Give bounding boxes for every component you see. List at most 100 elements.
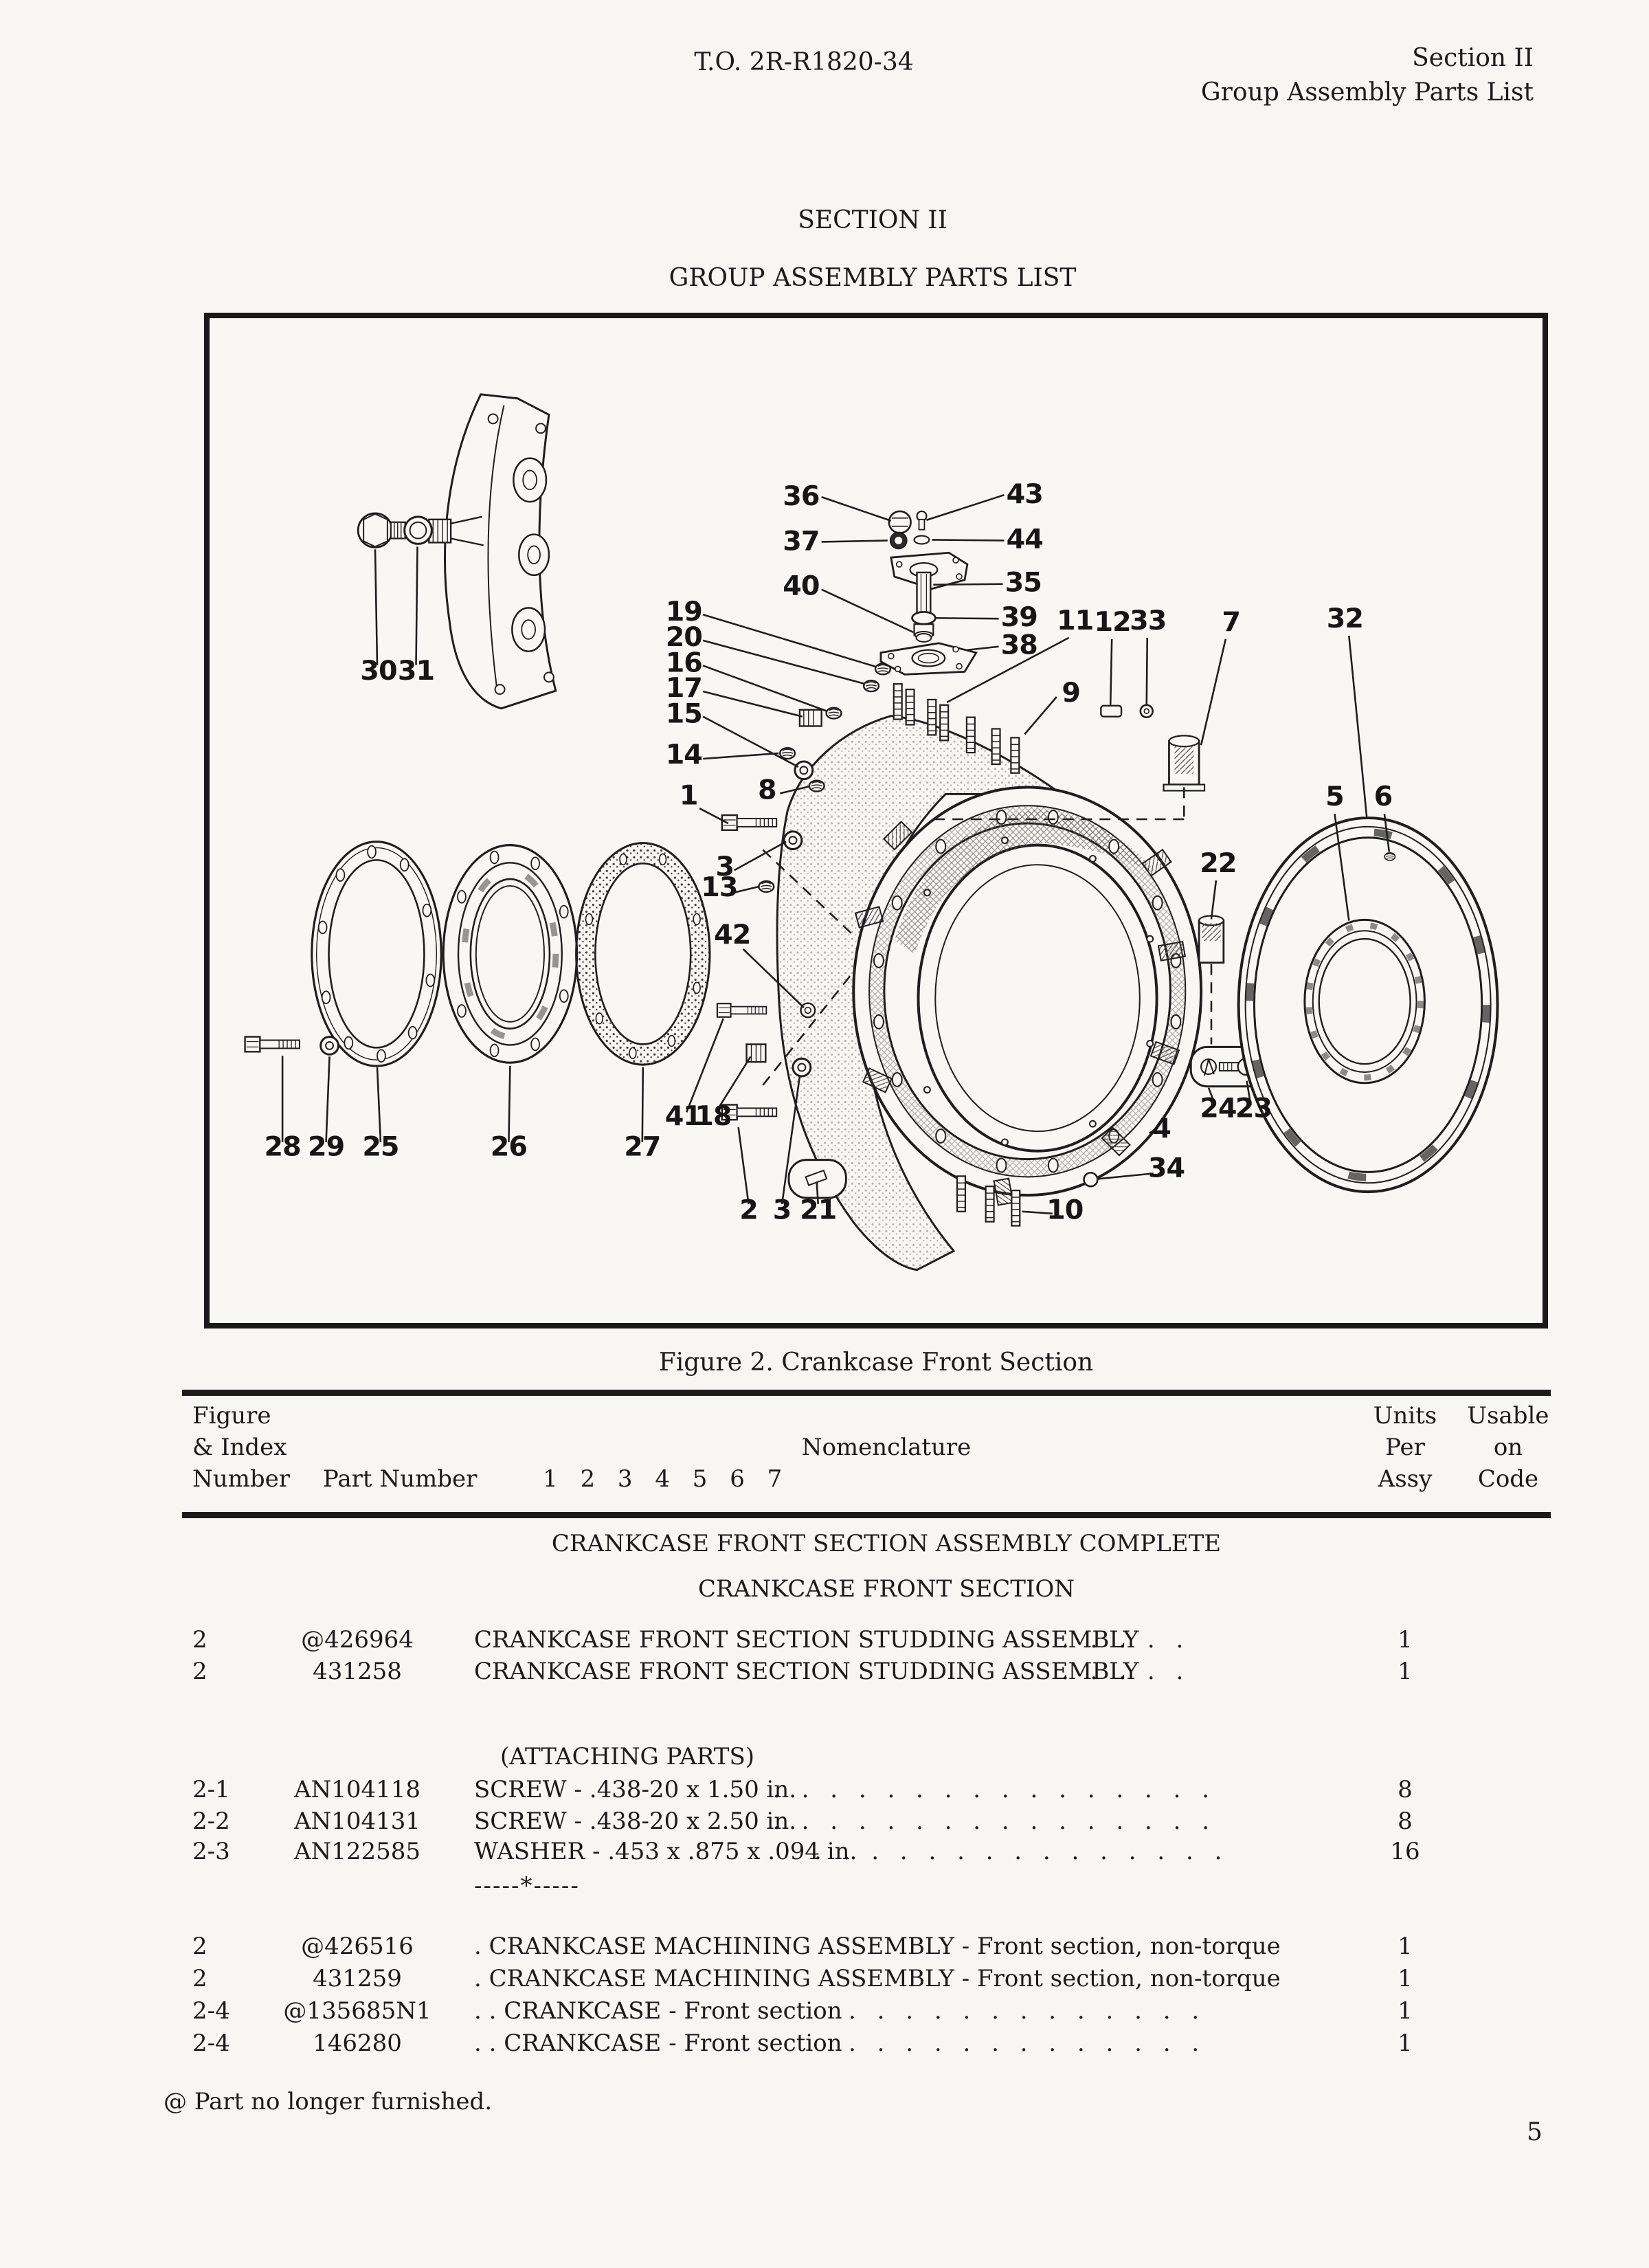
callout-leader-4 <box>1148 1126 1159 1135</box>
row-nomenclature: CRANKCASE FRONT SECTION STUDDING ASSEMBL… <box>474 1658 1139 1685</box>
callout-41: 41 <box>665 1100 702 1132</box>
callout-33: 33 <box>1130 605 1166 636</box>
row-index: 2 <box>192 1626 207 1654</box>
row-dot-leader: . . . . . <box>1062 1658 1185 1685</box>
plug-6 <box>1384 852 1396 861</box>
callout-leader-38 <box>967 645 999 651</box>
callout-16: 16 <box>666 647 702 678</box>
callout-leader-32 <box>1348 635 1368 817</box>
callout-20: 20 <box>666 621 702 653</box>
exploded-view-diagram: 3643374440353938111233793256222423434102… <box>244 393 1499 1271</box>
callout-leader-2 <box>737 1126 750 1205</box>
callout-leader-19 <box>702 614 877 668</box>
row-part-number: @426516 <box>301 1933 414 1960</box>
row-units: 1 <box>1398 1658 1413 1685</box>
attaching-parts-separator: -----*----- <box>474 1872 580 1900</box>
callout-23: 23 <box>1235 1092 1272 1124</box>
callout-19: 19 <box>666 596 702 627</box>
callout-leader-27 <box>641 1067 644 1142</box>
row-units: 1 <box>1398 1965 1413 1992</box>
callout-28: 28 <box>265 1131 301 1163</box>
callout-leader-31 <box>415 546 418 665</box>
callout-leader-22 <box>1210 880 1218 920</box>
row-units: 1 <box>1398 2030 1413 2057</box>
callout-leader-42 <box>742 948 805 1008</box>
callout-leader-10 <box>1022 1210 1053 1215</box>
callout-26: 26 <box>491 1131 527 1163</box>
row-units: 16 <box>1390 1838 1420 1865</box>
callout-leader-21 <box>816 1181 819 1204</box>
table-row: 2-1 AN104118 SCREW - .438-20 x 1.50 in. … <box>0 1776 1649 1806</box>
header-subsection: Group Assembly Parts List <box>1200 78 1534 107</box>
table-row: 2 @426964 CRANKCASE FRONT SECTION STUDDI… <box>0 1626 1649 1656</box>
callout-leader-35 <box>933 583 1003 586</box>
callout-leader-7 <box>1200 638 1227 746</box>
callout-11: 11 <box>1057 605 1093 636</box>
subgroup-heading: CRANKCASE FRONT SECTION <box>697 1575 1075 1603</box>
row-nomenclature: . . CRANKCASE - Front section <box>474 1997 842 2025</box>
callout-34: 34 <box>1148 1152 1185 1183</box>
callout-leader-29 <box>325 1056 330 1142</box>
callout-42: 42 <box>714 919 750 950</box>
callout-18: 18 <box>695 1100 731 1132</box>
callout-35: 35 <box>1005 567 1042 599</box>
table-row: 2 431259 . CRANKCASE MACHINING ASSEMBLY … <box>0 1965 1649 1995</box>
washer-29 <box>319 1036 339 1056</box>
row-nomenclature: . . CRANKCASE - Front section <box>474 2030 842 2057</box>
callout-leader-37 <box>821 540 888 543</box>
col-units-1: Units <box>1373 1402 1437 1430</box>
row-part-number: @135685N1 <box>283 1997 431 2025</box>
callout-leader-3 <box>734 841 787 871</box>
callout-10: 10 <box>1046 1194 1083 1226</box>
section-subtitle: GROUP ASSEMBLY PARTS LIST <box>669 264 1077 292</box>
callout-13: 13 <box>701 871 737 903</box>
col-units-2: Per <box>1385 1434 1425 1461</box>
row-index: 2-4 <box>192 2030 230 2057</box>
row-part-number: AN104131 <box>293 1808 421 1835</box>
callout-leader-16 <box>702 665 828 712</box>
callout-leader-43 <box>926 493 1005 522</box>
callout-leader-26 <box>508 1066 511 1142</box>
callout-leader-23 <box>1246 1080 1252 1106</box>
callout-31: 31 <box>398 655 434 687</box>
table-rule-top <box>182 1390 1551 1396</box>
callout-27: 27 <box>624 1131 660 1163</box>
right-hardware <box>1083 704 1274 1188</box>
row-part-number: @426964 <box>301 1626 414 1654</box>
callout-30: 30 <box>360 655 396 687</box>
callout-24: 24 <box>1200 1092 1236 1124</box>
row-part-number: 146280 <box>313 2030 402 2057</box>
row-part-number: AN122585 <box>293 1838 421 1865</box>
callout-leader-17 <box>702 690 803 718</box>
callout-leader-15 <box>702 715 799 768</box>
table-row: 2 431258 CRANKCASE FRONT SECTION STUDDIN… <box>0 1658 1649 1688</box>
callout-leader-11 <box>946 636 1070 704</box>
gasket-27 <box>575 842 711 1066</box>
callout-9: 9 <box>1062 677 1080 709</box>
callout-leader-24 <box>1207 1087 1217 1106</box>
row-nomenclature: WASHER - .453 x .875 x .094 in. <box>474 1838 857 1865</box>
row-index: 2 <box>192 1933 207 1960</box>
col-code-2: on <box>1493 1434 1523 1461</box>
table-row: 2-4 @135685N1 . . CRANKCASE - Front sect… <box>0 1997 1649 2027</box>
row-index: 2 <box>192 1658 207 1685</box>
callout-12: 12 <box>1095 606 1131 638</box>
callout-leader-3 <box>781 1076 801 1205</box>
header-section: Section II <box>1412 44 1534 72</box>
col-nomenclature: Nomenclature <box>801 1434 972 1461</box>
crankcase-body <box>776 683 1203 1271</box>
callout-4: 4 <box>1152 1113 1171 1144</box>
callout-29: 29 <box>308 1131 344 1163</box>
col-code-1: Usable <box>1467 1402 1549 1430</box>
attaching-parts-heading: (ATTACHING PARTS) <box>500 1743 754 1770</box>
row-dot-leader: . . . . . . . . . . . . . . . <box>814 1838 1224 1865</box>
row-part-number: 431259 <box>313 1965 402 1992</box>
table-rule-header-bottom <box>182 1512 1551 1518</box>
row-index: 2-1 <box>192 1776 230 1803</box>
callout-8: 8 <box>758 774 776 805</box>
hardware-cluster <box>716 663 892 1199</box>
callout-leader-12 <box>1109 638 1113 706</box>
callout-leader-25 <box>376 1067 382 1142</box>
